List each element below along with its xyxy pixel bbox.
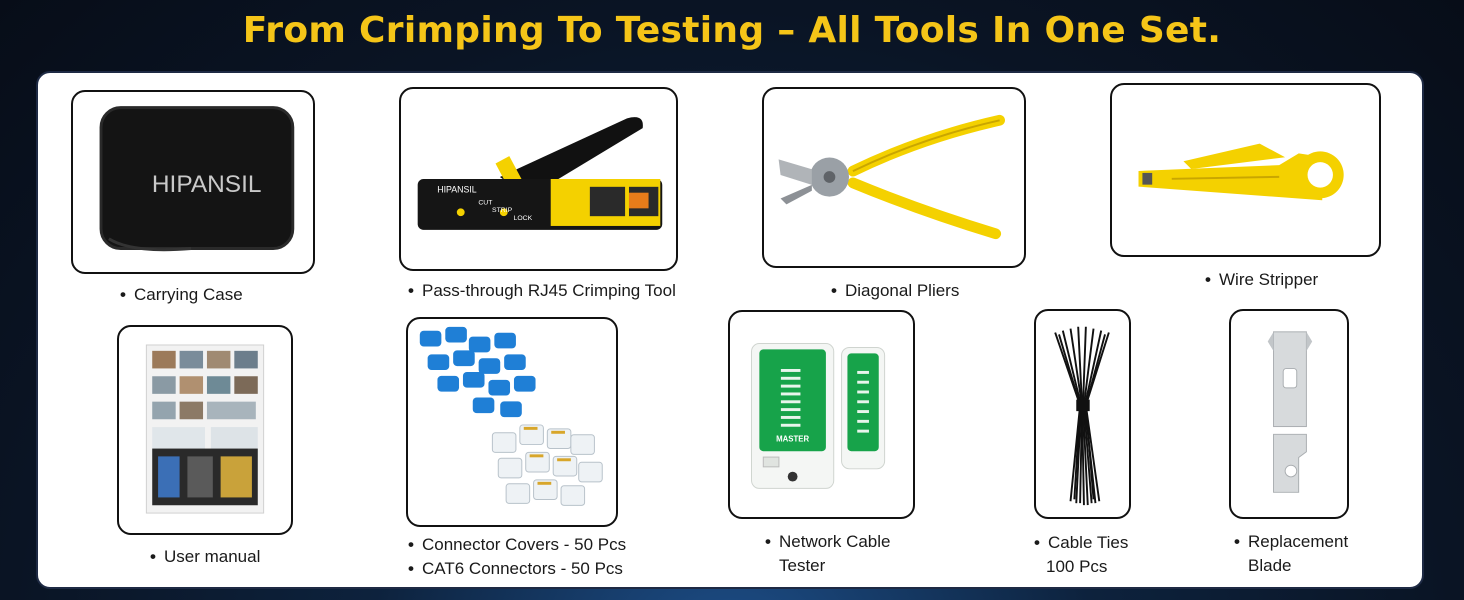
- cable-ties-label-line1: Cable Ties: [1048, 533, 1129, 552]
- diagonal-pliers-caption: •Diagonal Pliers: [831, 281, 960, 300]
- cat6-connectors-label: CAT6 Connectors - 50 Pcs: [422, 559, 623, 578]
- replacement-blade-image: [1229, 309, 1349, 519]
- cable-tester-image: MASTER: [728, 310, 915, 519]
- connector-covers-caption: •Connector Covers - 50 Pcs: [408, 535, 627, 554]
- crimper-strip-text: STRIP: [492, 207, 513, 214]
- tester-master-text: MASTER: [776, 434, 809, 443]
- crimping-tool-icon: HIPANSIL CUT STRIP LOCK: [417, 117, 663, 230]
- cable-ties-icon: [1054, 326, 1110, 506]
- connectors-image: [406, 317, 618, 527]
- wire-stripper-icon: [1138, 143, 1344, 201]
- connector-covers-label: Connector Covers - 50 Pcs: [422, 535, 627, 554]
- cable-tester-label-line1: Network Cable: [779, 532, 891, 551]
- diagonal-pliers-icon: [778, 114, 1005, 240]
- cable-tester-caption: •Network Cable: [765, 532, 891, 551]
- wire-stripper-label: Wire Stripper: [1219, 270, 1319, 289]
- diagonal-pliers-label: Diagonal Pliers: [845, 281, 960, 300]
- replacement-blade-label-line1: Replacement: [1248, 532, 1349, 551]
- cable-ties-image: [1034, 309, 1131, 519]
- wire-stripper-image: [1110, 83, 1381, 257]
- diagonal-pliers-image: [762, 87, 1026, 268]
- replacement-blade-caption-line2: Blade: [1234, 554, 1291, 578]
- headline: From Crimping To Testing – All Tools In …: [242, 10, 1222, 51]
- replacement-blade-icon: [1267, 331, 1313, 493]
- crimper-cut-text: CUT: [478, 199, 493, 206]
- cable-ties-caption-line2: 100 Pcs: [1032, 555, 1107, 579]
- carrying-case-icon: HIPANSIL: [99, 106, 295, 252]
- user-manual-image: [117, 325, 293, 535]
- user-manual-icon: [145, 344, 265, 514]
- crimping-tool-image: HIPANSIL CUT STRIP LOCK: [399, 87, 678, 271]
- user-manual-caption: •User manual: [150, 547, 261, 566]
- wire-stripper-caption: •Wire Stripper: [1205, 270, 1319, 289]
- carrying-case-image: HIPANSIL: [71, 90, 315, 274]
- user-manual-label: User manual: [164, 547, 261, 566]
- cable-tester-caption-line2: Tester: [765, 554, 825, 578]
- carrying-case-label: Carrying Case: [134, 285, 243, 304]
- case-brand-text: HIPANSIL: [152, 171, 262, 198]
- crimper-lock-text: LOCK: [514, 215, 533, 222]
- crimper-brand-text: HIPANSIL: [437, 185, 477, 195]
- crimping-tool-caption: •Pass-through RJ45 Crimping Tool: [408, 281, 676, 300]
- connectors-icon: [419, 326, 603, 506]
- cable-ties-caption: •Cable Ties: [1034, 533, 1129, 552]
- cat6-connectors-caption: •CAT6 Connectors - 50 Pcs: [408, 559, 623, 578]
- crimping-tool-label: Pass-through RJ45 Crimping Tool: [422, 281, 676, 300]
- replacement-blade-label-line2: Blade: [1248, 556, 1292, 575]
- cable-tester-label-line2: Tester: [779, 556, 826, 575]
- carrying-case-caption: •Carrying Case: [120, 285, 243, 304]
- cable-ties-label-line2: 100 Pcs: [1046, 557, 1108, 576]
- cable-tester-icon: MASTER: [751, 343, 886, 489]
- replacement-blade-caption: •Replacement: [1234, 532, 1349, 551]
